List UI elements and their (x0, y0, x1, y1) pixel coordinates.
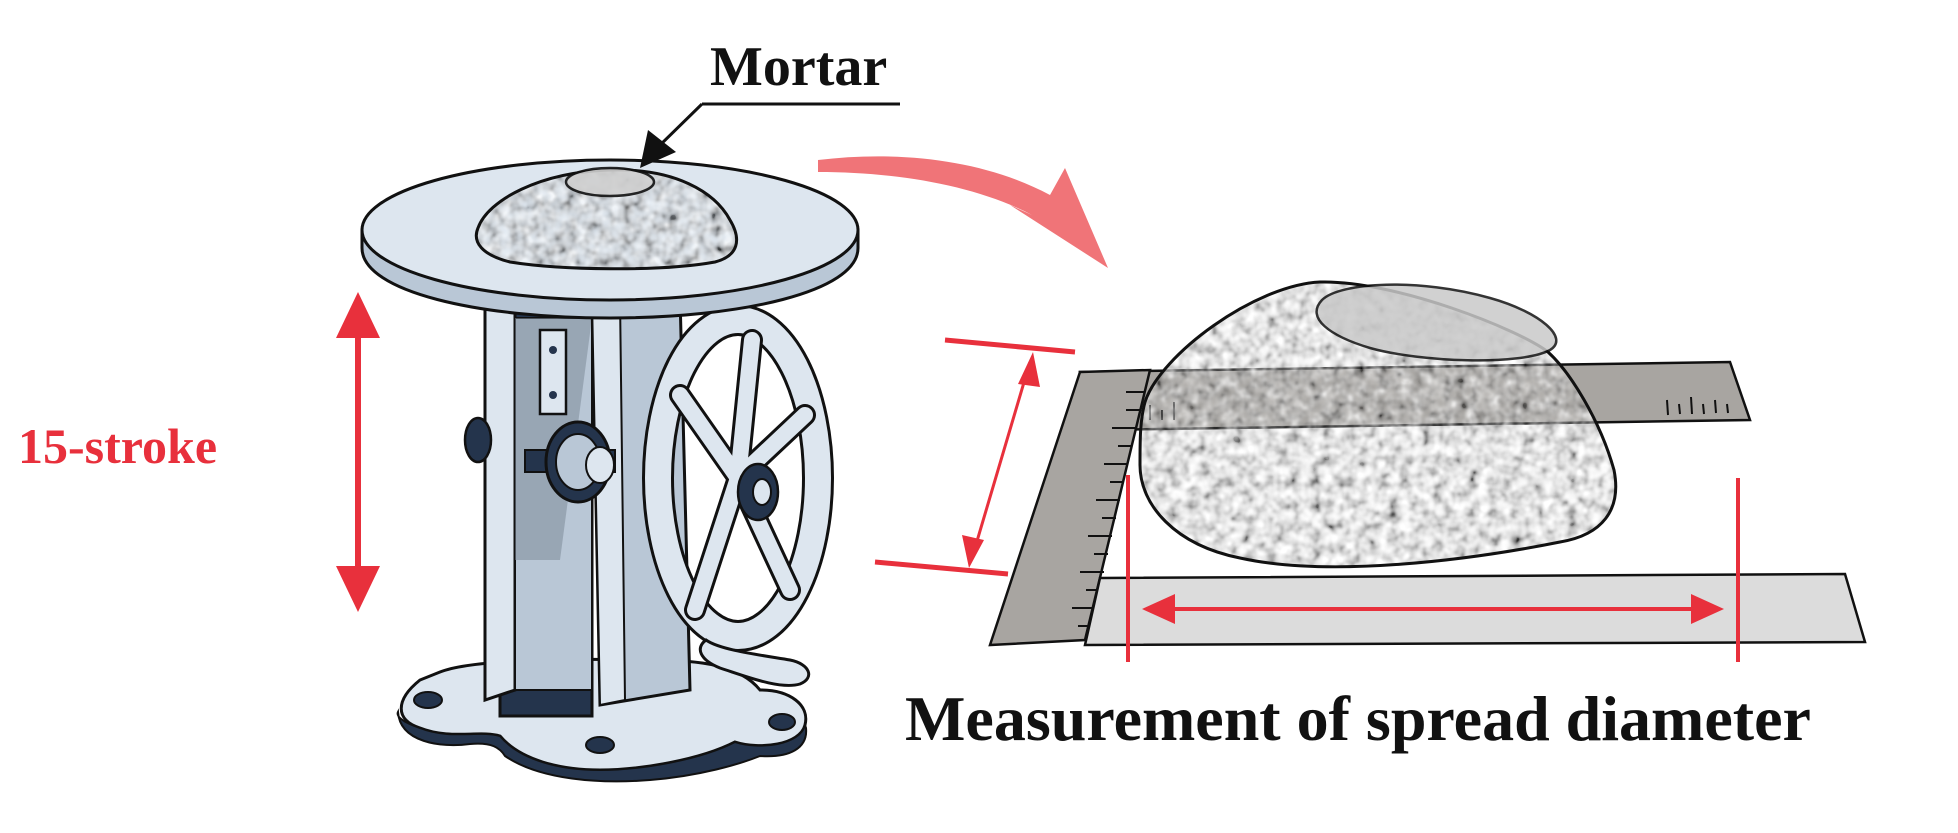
crank-handle (698, 638, 811, 687)
mortar-pointer (640, 102, 900, 168)
transition-arrow (818, 156, 1108, 268)
base-hole-right (768, 713, 796, 731)
left-knob (463, 416, 493, 464)
height-dimension (874, 337, 1076, 577)
diameter-dimension (1126, 475, 1740, 662)
frame-left (483, 298, 517, 703)
mortar-label: Mortar (710, 36, 887, 98)
base-hole-left (413, 691, 443, 709)
base-hole-front (585, 736, 615, 754)
measurement-label: Measurement of spread diameter (905, 683, 1811, 754)
flow-table-apparatus (360, 158, 860, 783)
ruler-side-ticks (1072, 391, 1145, 627)
crank-wheel (642, 304, 834, 652)
measurement-scene (874, 280, 1867, 662)
stroke-double-arrow (336, 292, 380, 612)
stroke-count-label: 15-stroke (18, 418, 217, 474)
spread-mortar-pile (1138, 280, 1618, 569)
cam-bracket (538, 328, 568, 416)
